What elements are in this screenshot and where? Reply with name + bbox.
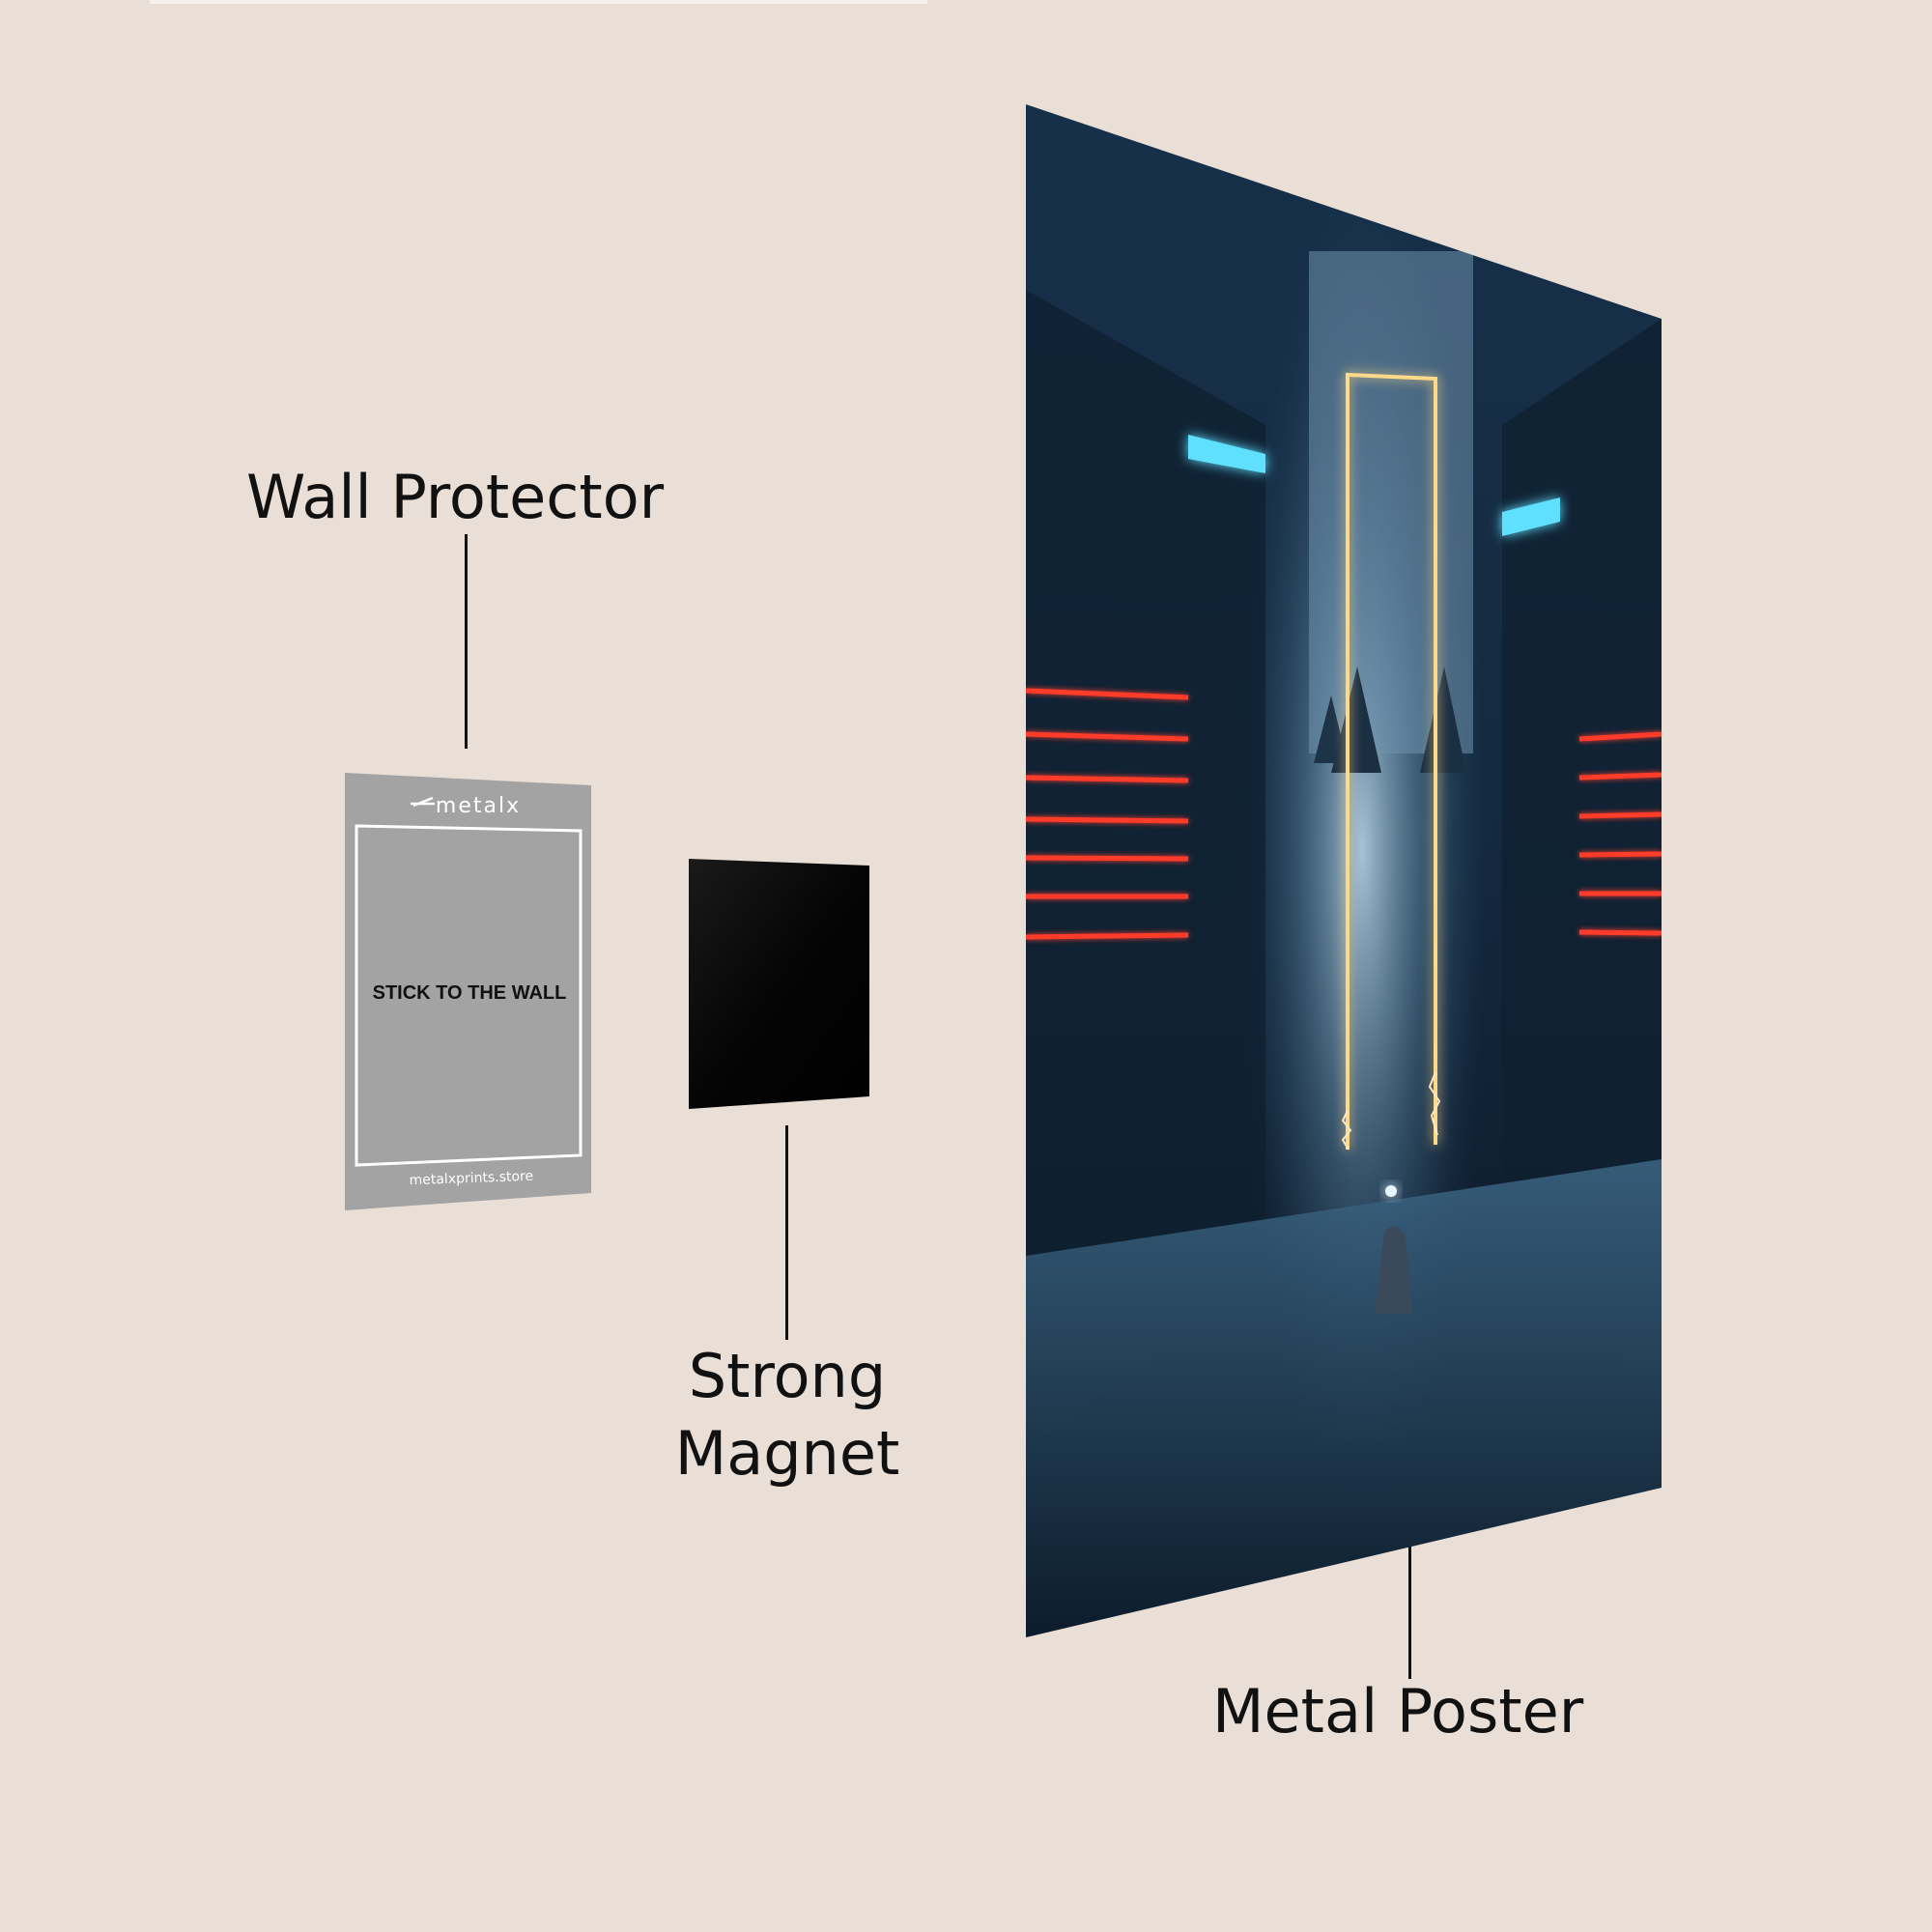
artwork-portal-reflection-left [1341,1110,1352,1151]
artwork-red-neon-bars-right [1578,731,1662,936]
metal-poster [1026,104,1662,1637]
metal-poster-leader-line [1408,1536,1411,1679]
artwork-tree-left-2 [1331,667,1381,773]
artwork-tree-right [1420,667,1466,773]
artwork-cyan-light-right [1502,497,1560,536]
wall-protector-card-body [345,773,591,1210]
artwork-gold-neon-portal [1346,372,1437,1150]
card-website-text: metalxprints.store [409,1169,533,1188]
wall-protector-card-frame [355,824,582,1167]
strong-magnet-plate [689,859,869,1109]
strong-magnet-label-line2: Magnet [674,1418,900,1489]
artwork-portal-reflection-right [1428,1071,1441,1136]
top-edge-strip [150,0,927,4]
strong-magnet-label: Strong Magnet [638,1338,937,1492]
artwork-red-neon-bars-left [1026,688,1189,940]
metalx-logo-icon [411,796,435,808]
artwork-light-orb [1385,1185,1397,1197]
artwork-left-wall [1026,290,1265,1449]
artwork-cloaked-figure [1375,1226,1412,1314]
wall-protector-label: Wall Protector [246,462,665,532]
artwork-cyan-light-left [1188,435,1265,473]
metal-poster-label: Metal Poster [1212,1676,1584,1747]
card-brand-text: metalx [436,794,521,818]
wall-protector-leader-line [465,534,468,749]
card-instruction-text: STICK TO THE WALL [373,982,567,1004]
strong-magnet-label-line1: Strong [688,1341,887,1411]
artwork-water-floor [1026,1159,1662,1637]
wall-protector-card: metalx STICK TO THE WALL metalxprints.st… [345,773,591,1210]
artwork-sky [1309,251,1473,753]
strong-magnet-leader-line [785,1125,788,1340]
poster-artwork [1026,174,1662,1637]
